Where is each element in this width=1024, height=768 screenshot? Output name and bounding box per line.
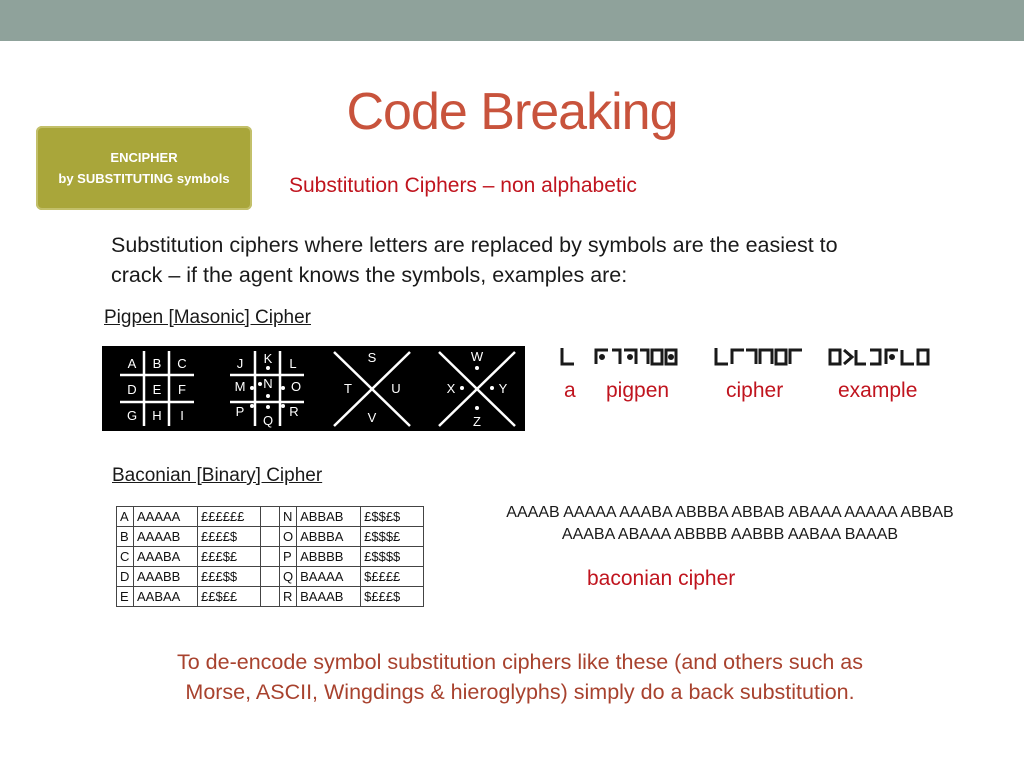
table-cell: ££££££ [197, 506, 261, 527]
pigpen-letter: E [153, 382, 162, 397]
table-cell: BAAAB [296, 586, 362, 607]
conclusion-text: To de-encode symbol substitution ciphers… [100, 647, 940, 707]
pigpen-letter: M [235, 379, 246, 394]
table-cell: $£££$ [360, 586, 425, 607]
pigpen-letter: A [128, 356, 137, 371]
table-cell: £$$$£ [360, 526, 425, 547]
pigpen-letter: N [263, 376, 272, 391]
table-cell: ££££$ [197, 526, 261, 547]
table-cell: ££$££ [197, 586, 261, 607]
top-bar [0, 0, 1024, 41]
table-cell: AAAAB [133, 526, 198, 547]
table-cell: R [278, 586, 298, 607]
pigpen-letter: H [152, 408, 161, 423]
table-cell: N [278, 506, 298, 527]
pigpen-letter: P [236, 404, 245, 419]
table-cell: £$$£$ [360, 506, 425, 527]
subtitle: Substitution Ciphers – non alphabetic [289, 174, 637, 197]
table-cell: ABBBB [296, 546, 362, 567]
example-word-a: a [564, 379, 576, 402]
example-word-example: example [838, 379, 918, 402]
pigpen-letter: S [368, 350, 377, 365]
table-cell: AAABB [133, 566, 198, 587]
table-cell: £££$$ [197, 566, 261, 587]
badge-line-2: by SUBSTITUTING symbols [58, 171, 230, 186]
table-cell: £$$$$ [360, 546, 425, 567]
table-cell: P [278, 546, 298, 567]
table-cell: B [116, 526, 134, 547]
table-spacer [260, 566, 280, 587]
pigpen-letter: L [289, 356, 296, 371]
table-cell: £££$£ [197, 546, 261, 567]
table-cell: $££££ [360, 566, 425, 587]
table-cell: ABBAB [296, 506, 362, 527]
table-cell: O [278, 526, 298, 547]
table-cell: E [116, 586, 134, 607]
table-cell: AAABA [133, 546, 198, 567]
pigpen-letter: T [344, 381, 352, 396]
pigpen-letter: Z [473, 414, 481, 429]
pigpen-letter: K [264, 351, 273, 366]
baconian-message-line-2: AAABA ABAAA ABBBB AABBB AABAA BAAAB [561, 526, 899, 543]
table-cell: Q [278, 566, 298, 587]
pigpen-letter: I [180, 408, 184, 423]
table-cell: BAAAA [296, 566, 362, 587]
pigpen-letter: B [153, 356, 162, 371]
pigpen-letter: W [471, 349, 484, 364]
pigpen-letter: Q [263, 413, 273, 428]
table-cell: D [116, 566, 134, 587]
table-spacer [260, 506, 280, 527]
pigpen-heading[interactable]: Pigpen [Masonic] Cipher [104, 307, 311, 328]
table-spacer [260, 526, 280, 547]
conclusion-line-2: Morse, ASCII, Wingdings & hieroglyphs) s… [185, 680, 855, 704]
table-cell: C [116, 546, 134, 567]
pigpen-letter: Y [499, 381, 508, 396]
baconian-heading[interactable]: Baconian [Binary] Cipher [112, 465, 323, 486]
pigpen-letter: V [368, 410, 377, 425]
table-spacer [260, 546, 280, 567]
example-word-cipher: cipher [726, 379, 784, 402]
pigpen-letter: J [237, 356, 244, 371]
table-spacer [260, 586, 280, 607]
conclusion-line-1: To de-encode symbol substitution ciphers… [177, 650, 863, 674]
example-word-pigpen: pigpen [606, 379, 670, 402]
page-title: Code Breaking [346, 83, 679, 141]
pigpen-letter: R [289, 404, 298, 419]
pigpen-letter: D [127, 382, 136, 397]
pigpen-example-glyphs [560, 348, 930, 366]
pigpen-letter: F [178, 382, 186, 397]
pigpen-letter: O [291, 379, 301, 394]
pigpen-letter: U [391, 381, 400, 396]
pigpen-letter: G [127, 408, 137, 423]
encipher-badge: ENCIPHER by SUBSTITUTING symbols [36, 126, 252, 210]
pigpen-letter: C [177, 356, 186, 371]
intro-text: Substitution ciphers where letters are r… [111, 233, 838, 287]
pigpen-letter: X [447, 381, 456, 396]
table-cell: ABBBA [296, 526, 362, 547]
table-cell: AABAA [133, 586, 198, 607]
table-cell: AAAAA [133, 506, 198, 527]
table-cell: A [116, 506, 134, 527]
badge-line-1: ENCIPHER [110, 150, 178, 165]
baconian-message-line-1: AAAAB AAAAA AAABA ABBBA ABBAB ABAAA AAAA… [506, 504, 954, 521]
baconian-message: AAAAB AAAAA AAABA ABBBA ABBAB ABAAA AAAA… [440, 502, 1020, 546]
baconian-label: baconian cipher [587, 567, 736, 590]
